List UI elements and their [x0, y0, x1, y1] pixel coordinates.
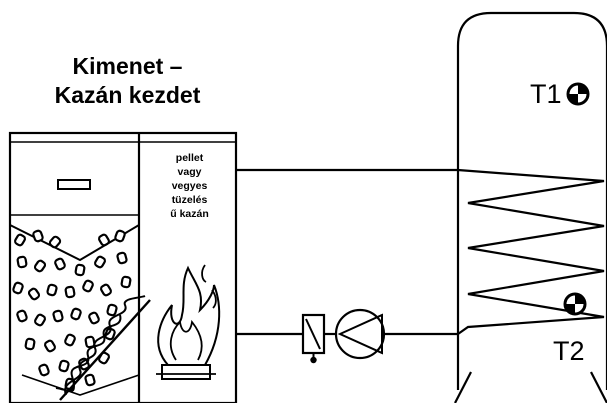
sensor-icon [566, 82, 590, 106]
pellet-grain [48, 235, 62, 249]
boiler-label-line: vagy [177, 166, 202, 178]
pellet-grain [106, 303, 118, 317]
pump-icon [334, 308, 386, 360]
sensor-t1-label: T1 [530, 79, 562, 109]
pellet-grain [32, 229, 44, 243]
pellet-grain [64, 285, 76, 299]
pellet-grain [14, 233, 26, 247]
sensor-icon [563, 292, 587, 316]
pellet-grain [88, 311, 100, 325]
pellet-grain [52, 309, 64, 323]
pellet-grains [12, 229, 132, 391]
pellet-grain [120, 275, 132, 289]
boiler-label: pellet vagy vegyes tüzelés ű kazán [143, 151, 236, 221]
valve-icon [301, 313, 326, 364]
pellet-grain [58, 359, 70, 373]
pellet-grain [98, 351, 110, 365]
pellet-grain [84, 373, 96, 387]
pellet-grain [24, 337, 36, 351]
tank-leg-right [590, 371, 607, 403]
pellet-grain [74, 263, 86, 277]
pellet-grain [116, 251, 128, 265]
pellet-grain [16, 309, 28, 323]
boiler-label-line: tüzelés [171, 194, 208, 206]
boiler-label-line: pellet [175, 152, 204, 164]
pellet-grain [104, 327, 116, 341]
pellet-grain [16, 255, 28, 269]
auger-icon [55, 295, 151, 401]
tank-leg-left [454, 371, 472, 403]
pellet-grain [64, 333, 76, 347]
pellet-grain [114, 229, 126, 243]
boiler-label-line: vegyes [171, 180, 208, 192]
pellet-grain [94, 255, 106, 269]
pellet-grain [27, 287, 41, 301]
pellet-grain [46, 283, 58, 297]
pellet-grain [100, 283, 112, 297]
title-line-1: Kimenet – [72, 53, 183, 79]
pellet-grain [70, 307, 82, 321]
flame-icon [156, 264, 221, 380]
pellet-grain [33, 259, 47, 273]
pellet-grain [34, 313, 46, 327]
title-line-2: Kazán kezdet [54, 82, 201, 108]
boiler-label-line: ű kazán [170, 208, 209, 220]
pellet-grain [98, 233, 110, 247]
pellet-grain [82, 279, 94, 293]
diagram-title: Kimenet – Kazán kezdet [20, 52, 235, 110]
boiler [8, 131, 238, 403]
pellet-grain [44, 339, 56, 353]
sensor-t2-label: T2 [553, 336, 585, 366]
pellet-grain [54, 257, 66, 271]
tank-coil [457, 168, 605, 335]
pellet-grain [38, 363, 50, 377]
storage-tank [456, 11, 607, 390]
pellet-grain [12, 281, 24, 295]
